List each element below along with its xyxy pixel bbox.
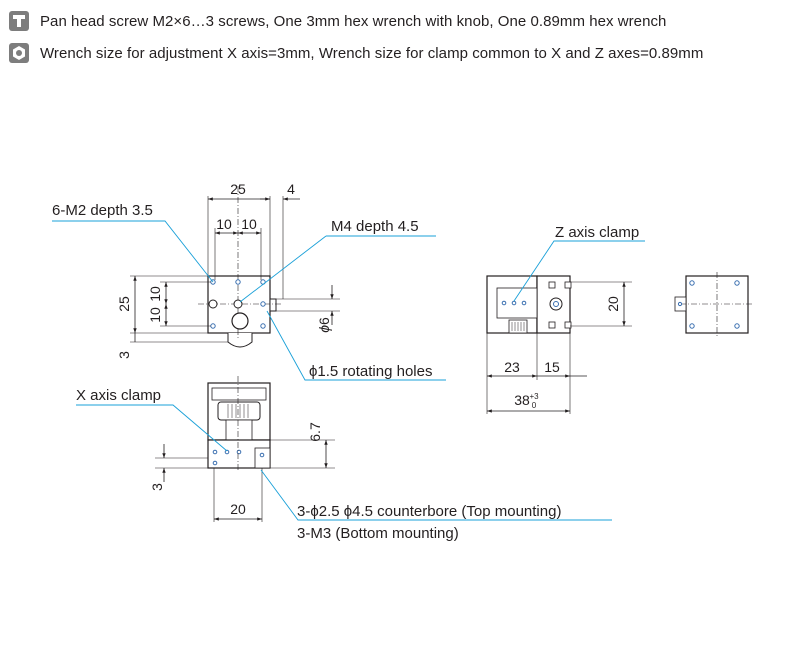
hex-nut-icon <box>9 43 29 63</box>
dim-height-20: 20 <box>605 296 621 312</box>
screw-head-icon <box>9 11 29 31</box>
wrench-size-text: Wrench size for adjustment X axis=3mm, W… <box>40 44 704 62</box>
front-view: X axis clamp 6.7 3 20 3-ϕ2.5 ϕ4.5 counte… <box>76 376 612 542</box>
m2-holes <box>210 279 266 329</box>
dim-base-3: 3 <box>149 483 165 491</box>
dim-bottom-3: 3 <box>116 351 132 359</box>
dim-right-15: 15 <box>544 359 560 375</box>
callout-rotating-holes: ϕ1.5 rotating holes <box>309 363 432 380</box>
dim-width-20: 20 <box>230 501 246 517</box>
rotating-hole <box>208 299 218 309</box>
dim-pitch-a: 10 <box>216 216 232 232</box>
side-view: Z axis clamp 20 23 15 38 +3 0 <box>486 224 645 414</box>
counterbore-hole <box>231 312 249 330</box>
dim-vpitch-b: 10 <box>147 307 163 323</box>
bottom-view <box>674 272 754 337</box>
dim-diameter-6: ϕ6 <box>316 317 332 333</box>
adjust-screw <box>217 401 261 421</box>
callout-m4-center: M4 depth 4.5 <box>331 218 419 235</box>
info-row-wrench-size: Wrench size for adjustment X axis=3mm, W… <box>9 41 703 65</box>
dim-width-25: 25 <box>230 181 246 197</box>
dim-left-23: 23 <box>504 359 520 375</box>
info-row-accessories: Pan head screw M2×6…3 screws, One 3mm he… <box>9 9 666 33</box>
callout-bottom-mounting: 3-M3 (Bottom mounting) <box>297 525 459 542</box>
tolerance-lower: 0 <box>532 401 537 410</box>
top-view-tab <box>269 298 277 312</box>
accessories-text: Pan head screw M2×6…3 screws, One 3mm he… <box>40 12 667 30</box>
tolerance-upper: +3 <box>529 392 539 401</box>
dim-vpitch-a: 10 <box>147 286 163 302</box>
z-clamp-holes <box>501 300 527 306</box>
callout-m2-tapped: 6-M2 depth 3.5 <box>52 202 153 219</box>
dim-pitch-b: 10 <box>241 216 257 232</box>
bottom-holes <box>677 280 740 329</box>
dim-total-38: 38 <box>514 392 530 408</box>
callout-z-axis-clamp: Z axis clamp <box>555 224 639 241</box>
top-view: 25 4 10 10 25 10 10 3 ϕ6 6-M2 depth 3.5 … <box>52 181 446 381</box>
clamp-holes <box>212 449 265 466</box>
dim-height-6-7: 6.7 <box>307 422 323 442</box>
dim-offset-4: 4 <box>287 181 295 197</box>
dim-height-25: 25 <box>116 296 132 312</box>
callout-x-axis-clamp: X axis clamp <box>76 387 161 404</box>
callout-top-mounting: 3-ϕ2.5 ϕ4.5 counterbore (Top mounting) <box>297 503 561 520</box>
adjust-knob <box>227 333 253 348</box>
